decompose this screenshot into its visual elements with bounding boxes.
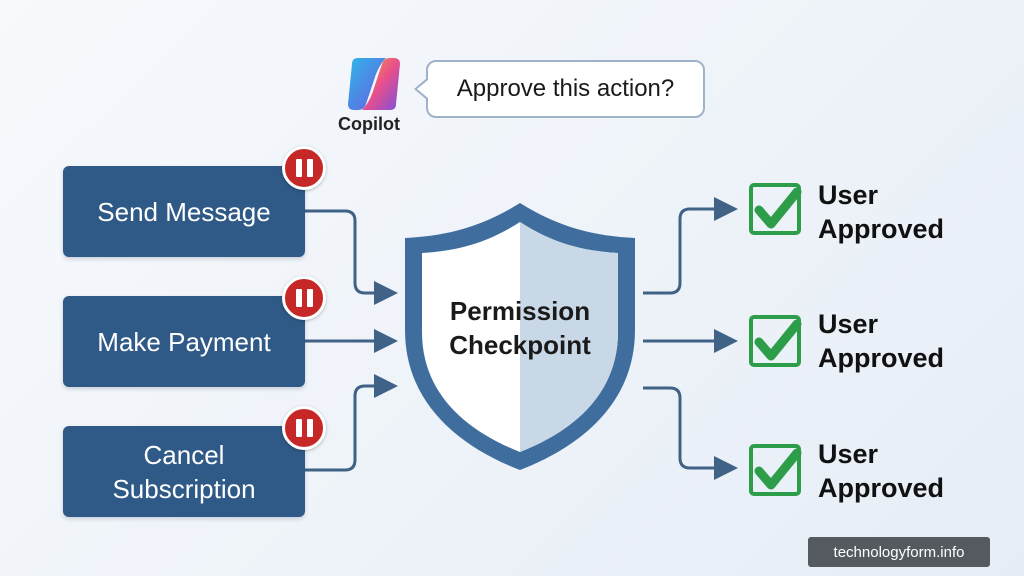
speech-bubble-tail-fill [417, 80, 428, 98]
approval-prompt-bubble: Approve this action? [426, 60, 705, 118]
watermark: technologyform.info [808, 537, 990, 567]
arrow-approved-top [643, 197, 738, 295]
copilot-label: Copilot [338, 114, 400, 134]
approval-prompt-text: Approve this action? [456, 75, 675, 102]
action-send-message: Send Message [63, 166, 305, 257]
copilot-logo-icon [348, 58, 400, 110]
action-cancel-subscription: Cancel Subscription [63, 426, 305, 517]
check-icon [749, 315, 802, 367]
pause-icon [282, 276, 326, 320]
action-label: Cancel Subscription [112, 439, 256, 504]
action-make-payment: Make Payment [63, 296, 305, 387]
permission-checkpoint-label: Permission Checkpoint [449, 296, 591, 360]
check-icon [749, 444, 802, 496]
pause-icon [282, 146, 326, 190]
action-label: Make Payment [97, 326, 271, 357]
result-user-approved: User Approved [818, 309, 945, 373]
shield-icon [405, 203, 635, 470]
result-user-approved: User Approved [818, 439, 945, 503]
result-user-approved: User Approved [818, 180, 945, 244]
arrow-send-message [305, 209, 398, 305]
action-label: Send Message [97, 196, 271, 227]
pause-icon [282, 406, 326, 450]
arrow-approved-bottom [643, 386, 738, 480]
check-icon [749, 183, 802, 235]
arrow-cancel-subscription [305, 374, 398, 472]
